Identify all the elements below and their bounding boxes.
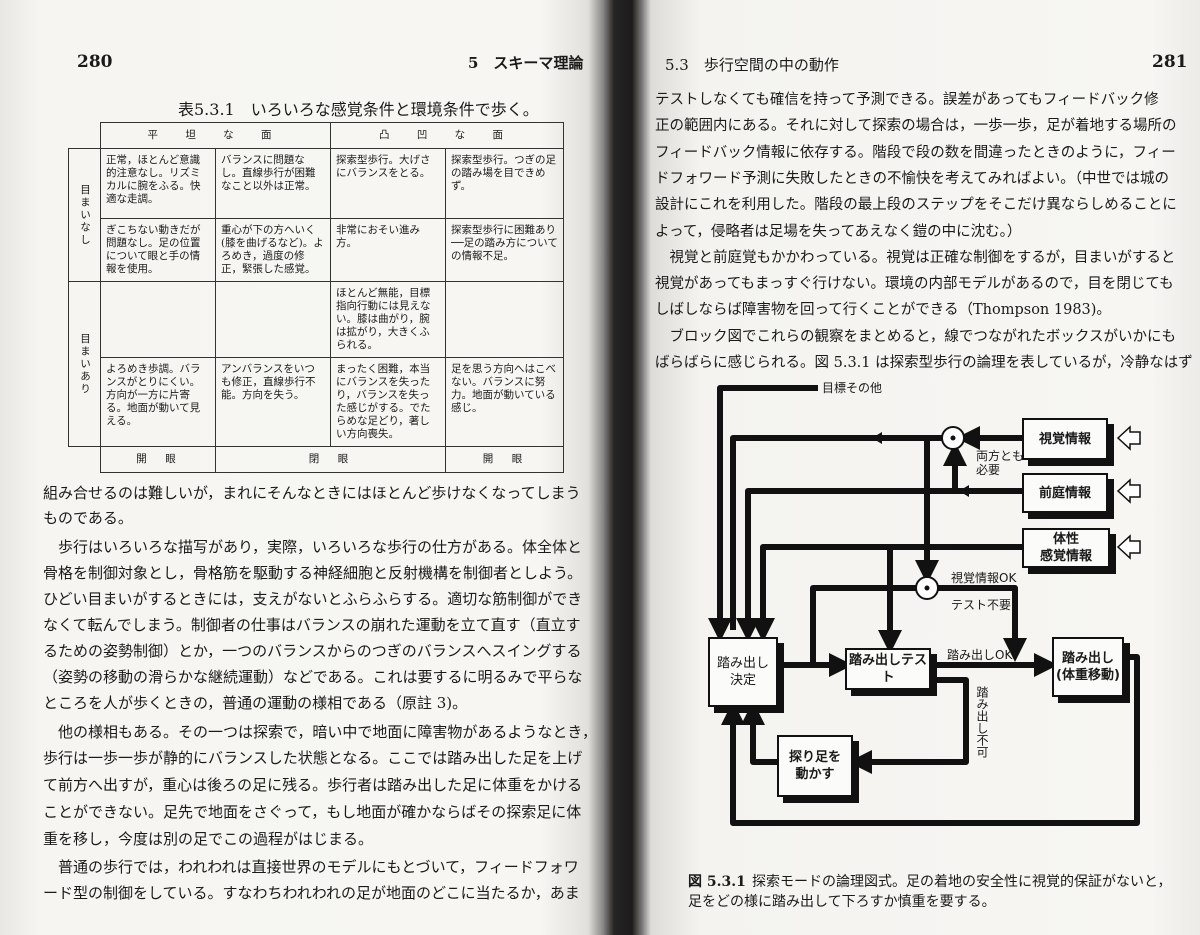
table-title: 表5.3.1 いろいろな感覚条件と環境条件で歩く。	[178, 100, 539, 119]
box-step-decision: 踏み出し 決定	[708, 637, 778, 707]
table-cell: 重心が下の方へいく(膝を曲げるなど)。よろめき，過度の修正，緊張した感覚。	[215, 218, 331, 282]
vestibular-line	[736, 488, 1022, 642]
input-arrow-icon	[1116, 425, 1141, 451]
table-cell: 非常におそい進み方。	[330, 218, 446, 282]
step-loop	[721, 654, 1140, 826]
and2-left	[810, 585, 917, 665]
body-line: 設計にこれを利用した。階段の最上段のステップをそこだけ異ならしめることに	[655, 197, 1177, 214]
body-line: ドフォワード予測に失敗したときの不愉快を考えてみればよい。（中世では城の	[655, 170, 1170, 187]
input-arrow-icon	[1116, 478, 1141, 504]
somatic-line	[751, 544, 1022, 642]
table-cell: バランスに問題なし。直線歩行が困難なこと以外は正常。	[215, 148, 331, 219]
body-line: フィードバック情報に依存する。階段で段の数を間違ったときのように，フィー	[655, 144, 1176, 161]
body-line: 正の範囲内にある。それに対して探索の場合は，一歩一歩，足が着地する場所の	[655, 118, 1177, 135]
body-line: 他の様相もある。その一つは探索で，暗い中で地面に障害物があるようなとき，	[43, 723, 597, 741]
goal-line	[708, 385, 818, 642]
body-line: ード型の制御をしている。すなわちわれわれの足が地面のどこに当たるか，あま	[43, 884, 580, 902]
arrow-left-icon	[959, 485, 969, 497]
table-cell	[100, 281, 216, 358]
body-line: なくて転んでしまう。制御者の仕事はバランスの崩れた運動を立て直す（直立す	[43, 616, 581, 634]
body-line: 重を移し，今度は別の足でこの過程がはじまる。	[43, 830, 374, 848]
box-vestibular-info: 前庭情報	[1022, 473, 1108, 513]
figure-caption-line-1: 探索モードの論理図式。足の着地の安全性に視覚的保証がないと，	[752, 874, 1172, 890]
table-cell	[445, 281, 564, 358]
body-line: テストしなくても確信を持って予測できる。誤差があってもフィードバック修	[655, 92, 1159, 108]
table-cell: 探索型歩行に困難あり──足の踏み方についての情報不足。	[445, 218, 564, 282]
arrow-left-icon	[872, 432, 882, 444]
col-group-flat: 平 坦 な 面	[100, 122, 331, 149]
and-junction-2	[915, 576, 939, 600]
footer-eyes-open-2: 開 眼	[445, 446, 564, 473]
box-somatic-info: 体性 感覚情報	[1022, 528, 1110, 568]
probe-to-decide	[741, 701, 777, 765]
table-cell: 正常，ほとんど意識的注意なし。リズミカルに腕をふる。快適な走調。	[100, 148, 216, 219]
body-line: るための姿勢制御）とか，一つのバランスからのつぎのバランスへスイングする	[43, 642, 582, 660]
test-to-probe	[848, 677, 969, 774]
table-cell: アンバランスをいつも修正，直線歩行不能。方向を失う。	[215, 357, 331, 447]
table-cell: よろめき歩調。バランスがとりにくい。方向が一方に片寄る。地面が動いて見える。	[100, 357, 216, 447]
and-junction-1	[941, 426, 965, 450]
table-cell: ぎこちない動きだが問題なし。足の位置について眼と手の情報を使用。	[100, 218, 216, 282]
body-line: て前方へ出すが，重心は後ろの足に残る。歩行者は踏み出した足に体重をかける	[43, 776, 583, 794]
input-arrow-icon	[1116, 534, 1141, 560]
label-step-ng: 踏み出し不可	[975, 686, 989, 758]
figure-number: 図 5.3.1	[688, 874, 746, 890]
body-line: 骨格を制御対象とし，骨格筋を駆動する神経細胞と反射機構を制御者としよう。	[43, 564, 583, 582]
footer-eyes-open: 開 眼	[100, 446, 216, 473]
walking-conditions-table: 平 坦 な 面 凸 凹 な 面 目まいなし 正常，ほとんど意識的注意なし。リズミ…	[68, 122, 564, 473]
page-number-left: 280	[77, 52, 113, 72]
col-group-uneven: 凸 凹 な 面	[330, 122, 564, 149]
body-line: ブロック図でこれらの観察をまとめると，線でつながれたボックスがいかにも	[655, 328, 1176, 345]
label-goal: 目標その他	[822, 381, 883, 395]
figure-caption-line-2: 足をどの様に踏み出して下ろすか慎重を要する。	[688, 894, 996, 910]
body-line: 視覚と前庭覚もかかわっている。視覚は正確な制御をするが，目まいがすると	[655, 249, 1176, 266]
table-cell	[215, 281, 331, 358]
body-line: （姿勢の移動の滑らかな継続運動）などである。これは要するに明るみで平らな	[43, 668, 583, 686]
label-visual-ok: 視覚情報OK	[951, 571, 1017, 585]
box-probe-foot: 探り足を 動かす	[777, 735, 853, 797]
body-line: しばしならば障害物を回って行くことができる（Thompson 1983)。	[655, 302, 1111, 319]
body-line: 歩行は一歩一歩が静的にバランスした状態となる。ここでは踏み出した足を上げ	[43, 749, 583, 767]
body-line: 普通の歩行では，われわれは直接世界のモデルにもとづいて，フィードフォワ	[43, 858, 579, 876]
body-line: ものである。	[43, 509, 133, 527]
table-cell: ほとんど無能，目標指向行動には見えない。膝は曲がり，腕は拡がり，大きくふられる。	[330, 281, 446, 358]
table-cell: 探索型歩行。大げさにバランスをとる。	[330, 148, 446, 219]
and2-to-step	[937, 585, 1027, 662]
box-visual-info: 視覚情報	[1022, 418, 1108, 460]
table-cell: 探索型歩行。つぎの足の踏み場を目できめず。	[445, 148, 564, 219]
label-no-test: テスト不要	[951, 598, 1012, 612]
page-number-right: 281	[1152, 52, 1188, 72]
body-line: よって，侵略者は足場を失ってあえなく鎧の中に沈む。）	[655, 223, 1022, 240]
body-line: 視覚があってもまっすぐ行けない。環境の内部モデルがあるので，目を閉じても	[655, 276, 1174, 293]
label-both-required-1: 両方とも	[976, 449, 1025, 463]
box-step-weight-shift: 踏み出し (体重移動)	[1052, 637, 1124, 697]
body-line: 歩行はいろいろな描写があり，実際，いろいろな歩行の仕方がある。体全体と	[43, 538, 582, 556]
body-line: ことができない。足先で地面をさぐって，もし地面が確かならばその探索足に体	[43, 803, 582, 821]
box-step-test: 踏み出しテスト	[845, 648, 931, 690]
body-line: 組み合せるのは難しいが，まれにそんなときにはほとんど歩けなくなってしまう	[43, 484, 581, 502]
body-line: ところを人が歩くときの，普通の運動の様相である（原註 3)。	[43, 694, 468, 712]
body-line: ばらばらに感じられる。図 5.3.1 は探索型歩行の論理を表しているが，冷静なは…	[655, 355, 1193, 371]
row-group-vertigo: 目まいあり	[68, 281, 101, 447]
table-cell: まったく困難，本当にバランスを失ったり，バランスを失った感じがする。でたらめな足…	[330, 357, 446, 447]
label-step-ok: 踏み出しOK	[947, 648, 1013, 662]
table-cell: 足を思う方向へはこべない。バランスに努力。地面が動いている感じ。	[445, 357, 564, 447]
running-head-right: 5.3 歩行空間の中の動作	[665, 56, 839, 74]
body-line: ひどい目まいがするときには，支えがないとふらふらする。適切な筋制御ができ	[43, 590, 583, 608]
running-head-left: 5 スキーマ理論	[468, 54, 584, 72]
label-both-required-2: 必要	[976, 463, 1001, 477]
footer-eyes-closed: 閉 眼	[215, 446, 446, 473]
